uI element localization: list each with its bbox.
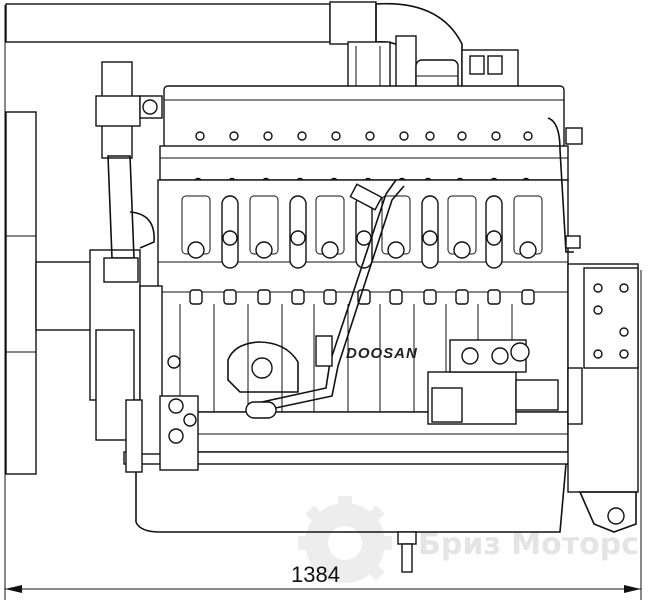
coolant-pipe	[95, 61, 163, 283]
bolt-icon	[365, 131, 375, 141]
skirt-slot	[223, 289, 237, 305]
cover-plate	[227, 341, 299, 393]
dipstick-tube	[245, 179, 405, 419]
side-pipe	[547, 117, 583, 253]
bolt-icon	[195, 131, 205, 141]
radiator-fan	[5, 111, 95, 475]
bolt-icon	[399, 131, 409, 141]
cylinder-port	[486, 230, 502, 246]
watermark: Бриз Моторс	[298, 496, 639, 583]
skirt-slot	[521, 289, 535, 305]
dimension-width-label: 1384	[291, 562, 340, 587]
bolt-icon	[229, 131, 239, 141]
skirt-slot	[423, 289, 437, 305]
bolt-icon	[425, 131, 435, 141]
bolt-icon	[263, 131, 273, 141]
skirt-slot	[257, 289, 271, 305]
cylinder-port	[222, 230, 238, 246]
bolt-icon	[297, 131, 307, 141]
watermark-text: Бриз Моторс	[418, 527, 639, 562]
skirt-slot	[323, 289, 337, 305]
sensor-box	[461, 49, 519, 91]
skirt-slot	[455, 289, 469, 305]
cylinder-port	[255, 241, 273, 259]
cylinder-ribs	[179, 195, 543, 412]
bolt-icon	[491, 131, 501, 141]
cylinder-port	[519, 241, 537, 259]
front-cover	[89, 249, 199, 473]
starter-motor	[427, 339, 559, 425]
skirt-slot	[291, 289, 305, 305]
cylinder-port	[422, 230, 438, 246]
rocker-cover	[159, 85, 569, 181]
engine-brand-label: DOOSAN	[346, 345, 418, 362]
dimension-lines: 1384	[4, 5, 642, 600]
bolt-icon	[457, 131, 467, 141]
cylinder-port	[290, 230, 306, 246]
bolt-icon	[331, 131, 341, 141]
cylinder-port	[387, 241, 405, 259]
cylinder-port	[187, 241, 205, 259]
flywheel-housing	[567, 263, 639, 533]
gear-logo-icon	[298, 496, 392, 583]
skirt-slot	[389, 289, 403, 305]
skirt-slot	[487, 289, 501, 305]
bolt-icon	[523, 131, 533, 141]
skirt-slot	[189, 289, 203, 305]
cylinder-port	[453, 241, 471, 259]
cylinder-port	[321, 241, 339, 259]
